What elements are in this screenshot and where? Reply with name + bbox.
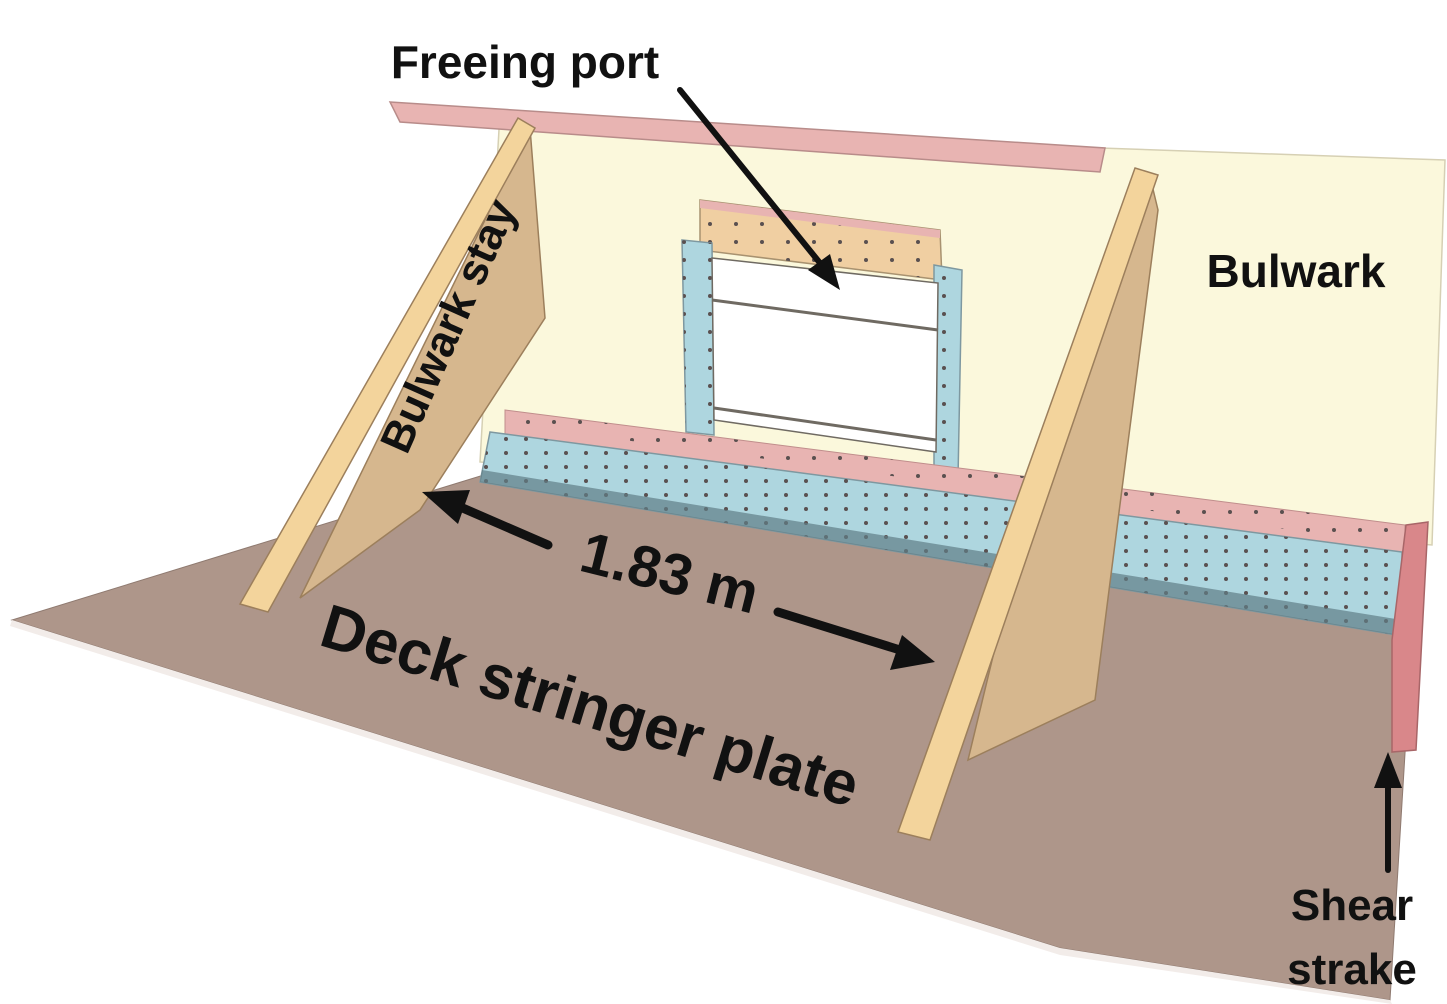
spacing-arrow-left — [422, 490, 553, 550]
freeing-port-pink-strip — [700, 200, 940, 238]
bulwark-label: Bulwark — [1207, 245, 1386, 297]
bulwark-stay-right-face — [897, 167, 1159, 841]
angle-bar-shadow-strip — [480, 470, 1402, 636]
bulwark-bottom-flange-rivets — [505, 410, 1405, 545]
spacing-arrow-right — [773, 607, 935, 670]
freeing-port-bar-upper — [711, 298, 939, 332]
freeing-port-frame-right-rivets — [934, 265, 962, 478]
freeing-port-arrow — [677, 87, 840, 290]
freeing-port-frame-left-rivets — [682, 240, 714, 435]
shear-strake-label-line2: strake — [1287, 945, 1417, 994]
freeing-port-frame-top-rivets — [700, 200, 942, 280]
shear-strake-label-line1: Shear — [1291, 881, 1413, 930]
bulwark-top-rail — [388, 101, 1106, 173]
shear-strake — [1391, 521, 1429, 753]
shear-strake-arrow — [1374, 752, 1402, 873]
freeing-port-bar-lower — [713, 406, 937, 442]
freeing-port-label: Freeing port — [391, 36, 659, 88]
bulwark-stay-left-face — [238, 116, 537, 613]
bulwark-stay-left-web — [299, 125, 546, 599]
